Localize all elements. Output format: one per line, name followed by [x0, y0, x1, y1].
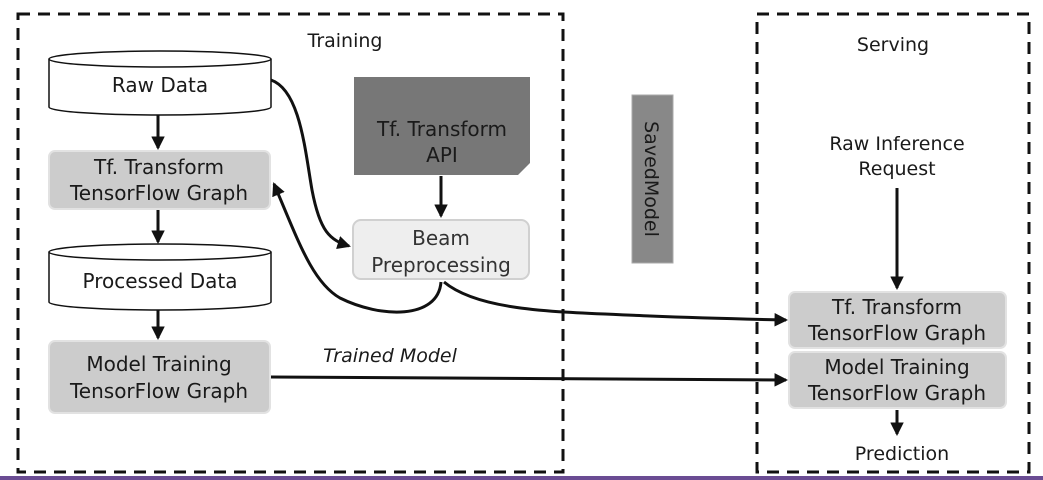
tf-transform-graph-serving: Tf. Transform TensorFlow Graph: [788, 291, 1007, 349]
model-training-graph-serving-line1: Model Training: [824, 355, 969, 379]
trained-model-label: Trained Model: [323, 345, 457, 367]
raw-data-cylinder: Raw Data: [48, 50, 272, 116]
model-training-graph-training: Model Training TensorFlow Graph: [48, 340, 271, 414]
tf-transform-api-box: Tf. Transform API: [354, 77, 530, 175]
tf-transform-graph-training-line1: Tf. Transform: [93, 155, 224, 179]
saved-model-box: SavedModel: [631, 94, 674, 264]
beam-preprocessing-box: Beam Preprocessing: [352, 219, 530, 280]
model-training-graph-training-line2: TensorFlow Graph: [69, 379, 248, 403]
training-title: Training: [307, 30, 383, 52]
bottom-accent-bar: [0, 476, 1043, 480]
arrow-model-training-to-serving: [270, 373, 789, 387]
raw-inference-request-line1: Raw Inference: [829, 133, 964, 155]
beam-preprocessing-line2: Preprocessing: [371, 253, 511, 277]
arrow-beam-to-transform-graph: [272, 182, 443, 314]
model-training-graph-training-line1: Model Training: [86, 352, 231, 376]
tf-transform-api-line1: Tf. Transform: [376, 117, 507, 141]
processed-data-label: Processed Data: [83, 269, 238, 293]
arrow-raw-data-to-beam: [270, 78, 351, 249]
model-training-graph-serving-line2: TensorFlow Graph: [807, 381, 986, 405]
beam-preprocessing-line1: Beam: [412, 226, 470, 250]
model-training-graph-serving: Model Training TensorFlow Graph: [788, 351, 1007, 409]
serving-container: [755, 12, 1031, 474]
saved-model-label: SavedModel: [640, 121, 662, 237]
tf-transform-api-line2: API: [426, 143, 458, 167]
tf-transform-graph-training-line2: TensorFlow Graph: [69, 181, 248, 205]
prediction-label: Prediction: [855, 443, 949, 465]
raw-data-label: Raw Data: [112, 73, 208, 97]
tf-transform-graph-serving-line1: Tf. Transform: [831, 295, 962, 319]
raw-inference-request-line2: Request: [858, 158, 935, 180]
arrow-beam-to-serving-transform: [443, 280, 789, 327]
tf-transform-graph-serving-line2: TensorFlow Graph: [807, 321, 986, 345]
serving-title: Serving: [857, 34, 929, 56]
processed-data-cylinder: Processed Data: [48, 243, 272, 311]
tf-transform-graph-training: Tf. Transform TensorFlow Graph: [48, 150, 271, 210]
